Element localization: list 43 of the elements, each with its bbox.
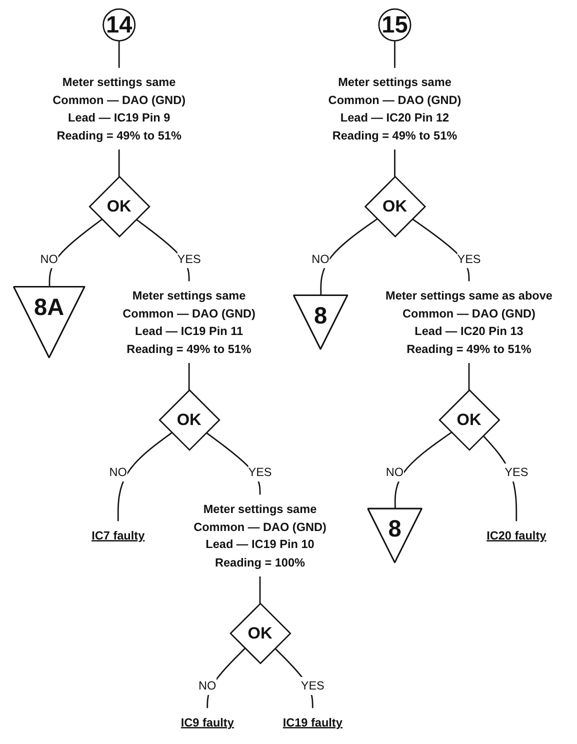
connector — [206, 432, 261, 495]
connector — [136, 218, 190, 282]
connector — [274, 648, 314, 708]
connector — [468, 362, 470, 390]
node-text: IC9 faulty — [180, 715, 234, 730]
edge-label: YES — [248, 465, 272, 479]
node-diamond: OK — [230, 602, 292, 664]
node-circle: 14 — [102, 8, 136, 42]
connector — [412, 218, 470, 282]
edge-label: NO — [40, 252, 58, 266]
node-text: Meter settings same Common — DAO (GND) Lead — IC19 Pin 10 Reading = 100% — [194, 502, 326, 569]
node-diamond: OK — [158, 389, 220, 451]
node-text: Meter settings same Common — DAO (GND) Lead — IC20 Pin 12 Reading = 49% to 51% — [328, 75, 462, 142]
edge-label: NO — [109, 465, 127, 479]
connector — [118, 40, 120, 68]
node-text: IC7 faulty — [92, 528, 145, 542]
node-diamond: OK — [88, 176, 150, 238]
node-diamond: OK — [364, 176, 426, 238]
connector — [320, 218, 378, 296]
connector — [259, 576, 261, 604]
edge-label: YES — [457, 252, 481, 266]
edge-label: NO — [198, 678, 216, 692]
connector — [118, 150, 120, 177]
node-text: Meter settings same as above Common — DAO (GND) Lead — IC20 Pin 13 Reading = 49% to 51% — [386, 288, 552, 356]
node-diamond: OK — [438, 389, 500, 451]
connector — [117, 432, 172, 522]
connector — [48, 218, 102, 288]
edge-label: NO — [386, 465, 404, 479]
connector — [206, 648, 246, 708]
connector — [394, 150, 396, 177]
node-text: Meter settings same Common — DAO (GND) Lead — IC19 Pin 11 Reading = 49% to 51% — [122, 288, 256, 356]
edge-label: YES — [504, 465, 528, 479]
connector — [394, 40, 396, 68]
connector — [482, 435, 518, 522]
node-text: IC19 faulty — [282, 715, 342, 730]
edge-label: YES — [177, 252, 201, 266]
connector — [188, 362, 190, 390]
node-text: IC20 faulty — [486, 528, 546, 542]
edge-label: NO — [312, 252, 330, 266]
edge-label: YES — [300, 678, 324, 692]
node-circle: 15 — [378, 8, 412, 42]
node-text: Meter settings same Common — DAO (GND) Lead — IC19 Pin 9 Reading = 49% to 51% — [52, 75, 186, 142]
connector — [394, 432, 452, 510]
